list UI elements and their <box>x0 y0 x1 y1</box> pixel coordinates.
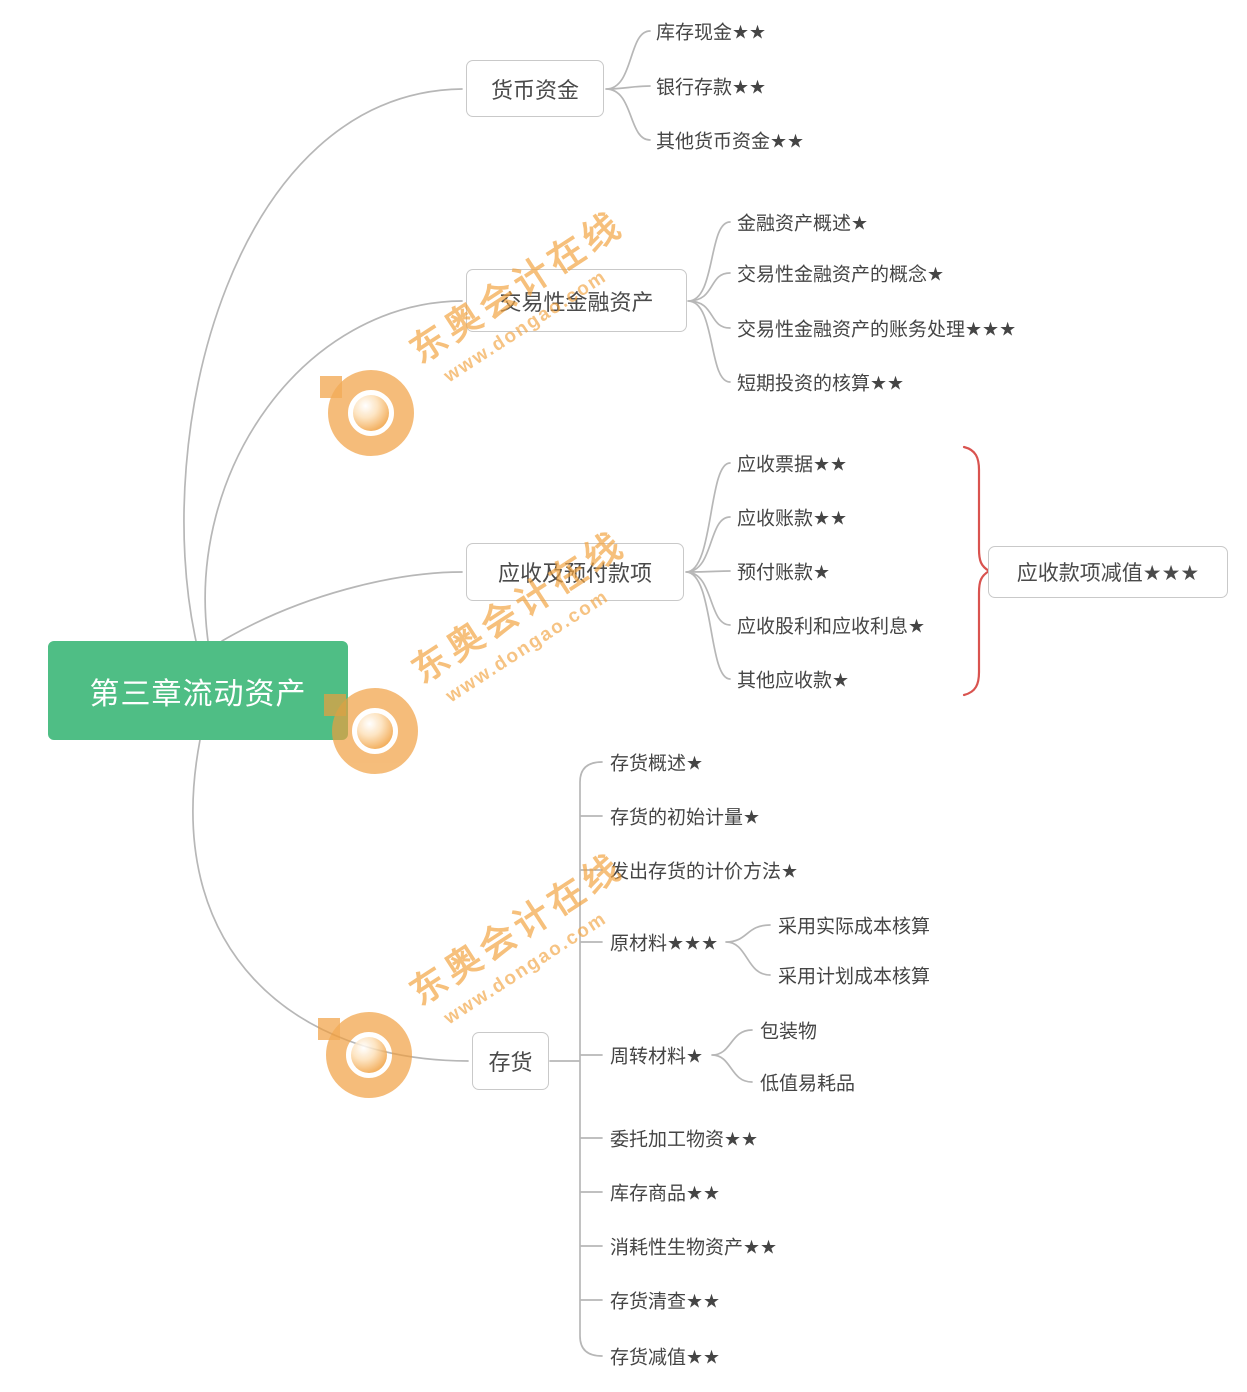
leaf-planned-cost-method: 采用计划成本核算 <box>778 966 931 988</box>
leaf-cash-on-hand: 库存现金★★ <box>656 22 767 44</box>
leaf-inventory-impairment: 存货减值★★ <box>610 1347 721 1369</box>
grouping-brace <box>962 445 992 697</box>
branch-receivables-prepayments: 应收及预付款项 <box>466 543 684 601</box>
leaf-inventory-initial-measurement: 存货的初始计量★ <box>610 807 761 829</box>
leaf-consigned-processing-materials: 委托加工物资★★ <box>610 1129 759 1151</box>
leaf-low-value-consumables: 低值易耗品 <box>760 1073 856 1095</box>
leaf-short-term-investments: 短期投资的核算★★ <box>737 373 905 395</box>
leaf-bank-deposits: 银行存款★★ <box>656 77 767 99</box>
monetary-funds-child-lines <box>605 30 651 141</box>
leaf-trading-fa-concept: 交易性金融资产的概念★ <box>737 264 945 286</box>
revolving-materials-child-lines <box>711 1029 753 1083</box>
leaf-notes-receivable: 应收票据★★ <box>737 454 848 476</box>
leaf-inventory-check: 存货清查★★ <box>610 1291 721 1313</box>
raw-materials-child-lines <box>725 924 771 976</box>
leaf-financial-assets-overview: 金融资产概述★ <box>737 213 869 235</box>
trading-financial-assets-child-lines <box>687 221 731 383</box>
leaf-other-receivables: 其他应收款★ <box>737 670 850 692</box>
leaf-inventory-issue-valuation: 发出存货的计价方法★ <box>610 861 799 883</box>
inventory-trunk-lines <box>549 761 603 1357</box>
annotation-receivables-impairment: 应收款项减值★★★ <box>988 546 1228 598</box>
leaf-inventory-overview: 存货概述★ <box>610 753 704 775</box>
leaf-other-monetary-funds: 其他货币资金★★ <box>656 131 805 153</box>
leaf-consumable-biological-assets: 消耗性生物资产★★ <box>610 1237 778 1259</box>
branch-inventory: 存货 <box>472 1032 549 1090</box>
leaf-trading-fa-accounting: 交易性金融资产的账务处理★★★ <box>737 319 1017 341</box>
leaf-revolving-materials: 周转材料★ <box>610 1046 704 1068</box>
leaf-prepaid-accounts: 预付账款★ <box>737 562 831 584</box>
leaf-actual-cost-method: 采用实际成本核算 <box>778 916 931 938</box>
branch-trading-financial-assets: 交易性金融资产 <box>466 269 687 332</box>
root-branch-curves <box>183 88 469 1062</box>
leaf-accounts-receivable: 应收账款★★ <box>737 508 848 530</box>
leaf-raw-materials: 原材料★★★ <box>610 933 719 955</box>
leaf-finished-goods: 库存商品★★ <box>610 1183 721 1205</box>
leaf-packaging-materials: 包装物 <box>760 1021 818 1043</box>
branch-monetary-funds: 货币资金 <box>466 60 604 117</box>
leaf-dividends-interest-receivable: 应收股利和应收利息★ <box>737 616 926 638</box>
receivables-child-lines <box>685 462 731 680</box>
root-node: 第三章流动资产 <box>48 641 348 740</box>
